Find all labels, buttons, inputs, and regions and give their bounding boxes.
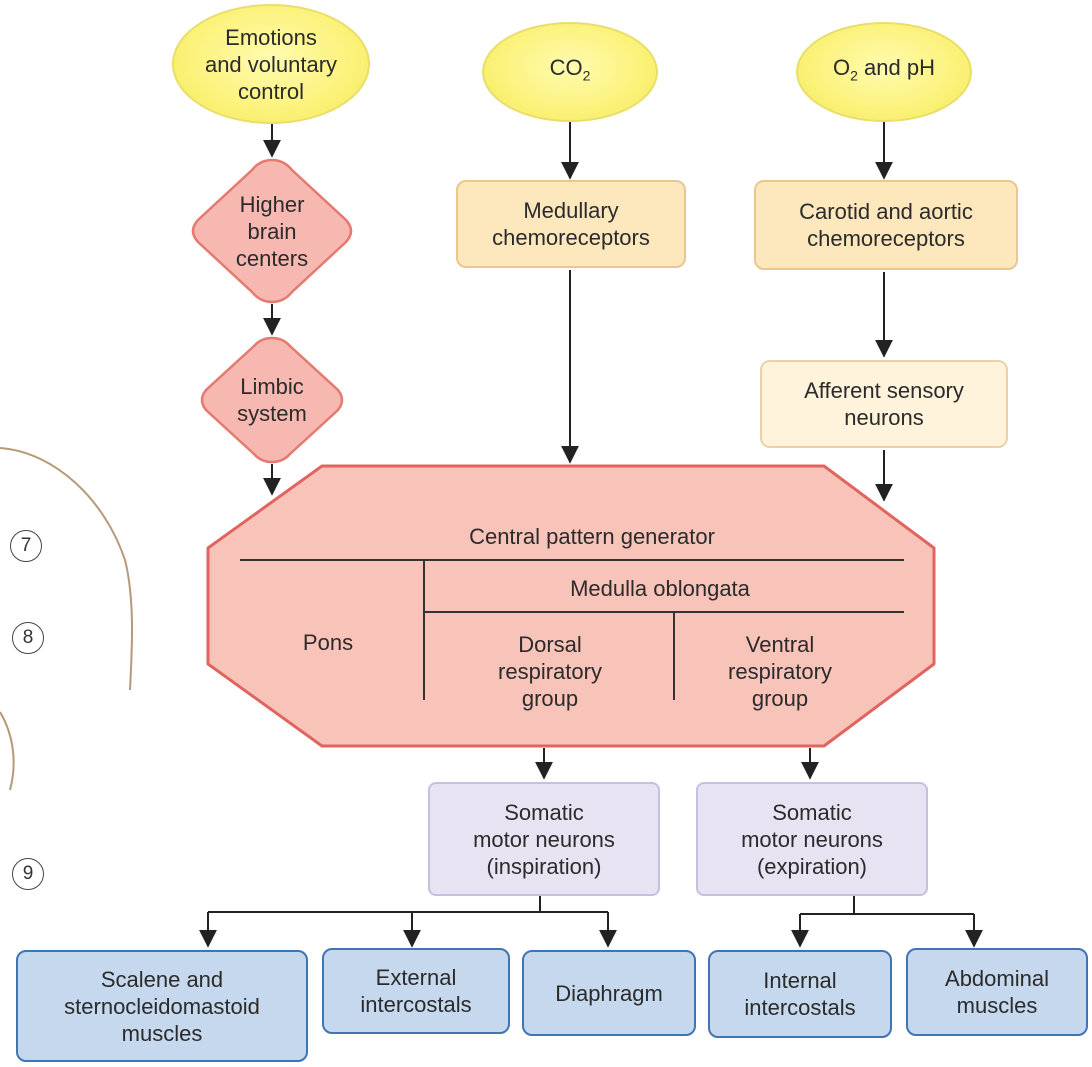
limbic-line-2: system — [237, 401, 307, 426]
abdominal-line-1: Abdominal — [945, 966, 1049, 991]
afferent-line-2: neurons — [844, 405, 924, 430]
expiration-line-2: motor neurons — [741, 826, 883, 852]
scalene-sternocleidomastoid-muscles: Scalene and sternocleidomastoid muscles — [16, 950, 308, 1062]
side-marker-8: 8 — [12, 622, 44, 654]
emotions-line-3: control — [237, 78, 305, 104]
internal-line-2: intercostals — [744, 995, 856, 1020]
carotid-aortic-chemoreceptors: Carotid and aortic chemoreceptors — [754, 180, 1018, 270]
cpg-title: Central pattern generator — [469, 523, 715, 549]
dorsal-line-3: group — [521, 685, 579, 711]
internal-intercostals: Internal intercostals — [708, 950, 892, 1038]
limbic-line-1: Limbic — [240, 374, 304, 399]
higher-brain-line-2: brain — [247, 218, 297, 244]
pons-label: Pons — [302, 629, 354, 655]
dorsal-respiratory-group: Dorsal respiratory group — [440, 626, 660, 716]
external-line-1: External — [375, 965, 457, 990]
limbic-shape — [200, 336, 344, 464]
somatic-motor-neurons-expiration: Somatic motor neurons (expiration) — [696, 782, 928, 896]
afferent-line-1: Afferent sensory — [804, 378, 964, 403]
higher-brain-centers: Higher brain centers — [198, 170, 346, 292]
ventral-line-1: Ventral — [745, 631, 815, 657]
expiration-line-1: Somatic — [772, 799, 852, 825]
carotid-line-2: chemoreceptors — [807, 226, 965, 251]
diaphragm-label: Diaphragm — [555, 980, 663, 1006]
emotions-node: Emotions and voluntary control — [172, 4, 370, 124]
higher-brain-line-1: Higher — [239, 191, 305, 217]
o2-ph-label: O2 and pH — [833, 55, 935, 84]
scalene-line-3: muscles — [121, 1020, 203, 1046]
external-line-2: intercostals — [360, 992, 472, 1017]
medullary-line-2: chemoreceptors — [492, 225, 650, 250]
side-marker-9: 9 — [12, 858, 44, 890]
co2-label: CO2 — [549, 55, 591, 84]
ventral-line-3: group — [751, 685, 809, 711]
abdominal-muscles: Abdominal muscles — [906, 948, 1088, 1036]
scalene-line-2: sternocleidomastoid — [64, 993, 260, 1019]
limbic-system: Limbic system — [206, 346, 338, 454]
somatic-motor-neurons-inspiration: Somatic motor neurons (inspiration) — [428, 782, 660, 896]
inspiration-line-2: motor neurons — [473, 826, 615, 852]
emotions-line-2: and voluntary — [204, 51, 338, 77]
dorsal-line-1: Dorsal — [518, 631, 582, 657]
abdominal-line-2: muscles — [956, 993, 1038, 1018]
emotions-line-1: Emotions — [225, 24, 317, 50]
diaphragm: Diaphragm — [522, 950, 696, 1036]
dorsal-line-2: respiratory — [498, 658, 602, 684]
scalene-line-1: Scalene and — [100, 966, 224, 992]
higher-brain-line-3: centers — [235, 245, 309, 271]
higher-brain-shape — [191, 158, 353, 304]
medullary-chemoreceptors: Medullary chemoreceptors — [456, 180, 686, 268]
side-marker-7: 7 — [10, 530, 42, 562]
anatomy-outline — [0, 447, 134, 691]
anatomy-outline-lower — [0, 711, 15, 791]
inspiration-line-3: (inspiration) — [486, 853, 602, 879]
inspiration-line-1: Somatic — [504, 799, 584, 825]
medulla-oblongata-label: Medulla oblongata — [570, 575, 750, 601]
expiration-line-3: (expiration) — [756, 853, 868, 879]
ventral-line-2: respiratory — [728, 658, 832, 684]
ventral-respiratory-group: Ventral respiratory group — [680, 626, 880, 716]
medullary-line-1: Medullary — [523, 198, 619, 223]
o2-ph-node: O2 and pH — [796, 22, 972, 122]
external-intercostals: External intercostals — [322, 948, 510, 1034]
cpg-shape — [206, 464, 936, 748]
internal-line-1: Internal — [763, 968, 837, 993]
carotid-line-1: Carotid and aortic — [799, 199, 973, 224]
co2-node: CO2 — [482, 22, 658, 122]
afferent-sensory-neurons: Afferent sensory neurons — [760, 360, 1008, 448]
